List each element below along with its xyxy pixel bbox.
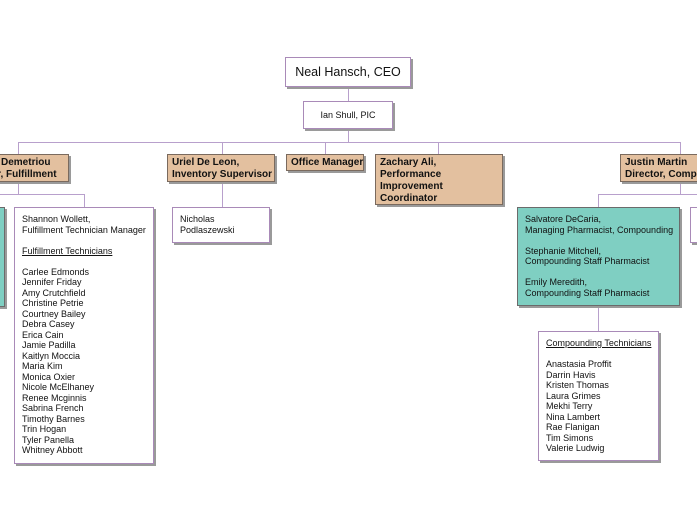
fulfillment-manager-name: Shannon Wollett, [22, 214, 91, 224]
list-item: Rae Flanigan [546, 422, 600, 432]
pic-box: Ian Shull, PIC [303, 101, 393, 129]
pharmacist-1-title: Managing Pharmacist, Compounding [525, 224, 674, 235]
list-item: Mekhi Terry [546, 401, 593, 411]
pharmacist-3-title: Compounding Staff Pharmacist [525, 287, 650, 298]
compounding-technicians-heading: Compounding Technicians [546, 338, 652, 348]
connector-line [680, 182, 681, 194]
director-compounding-box: Justin Martin Director, Compo [620, 154, 697, 182]
list-item: Kristen Thomas [546, 380, 609, 390]
list-item: Nicole McElhaney [22, 382, 95, 392]
connector-line [222, 142, 223, 154]
director-inventory-box: Uriel De Leon, Inventory Supervisor [167, 154, 275, 182]
list-item: Sabrina French [22, 403, 84, 413]
list-item: Jamie Padilla [22, 340, 76, 350]
pharmacist-2-title: Compounding Staff Pharmacist [525, 256, 650, 266]
director-compounding-line-1: Justin Martin [625, 157, 688, 168]
connector-line [222, 182, 223, 207]
list-item: Darrin Havis [546, 369, 596, 380]
connector-line [18, 142, 19, 154]
list-item: Maria Kim [22, 361, 63, 371]
connector-line [18, 142, 680, 143]
list-item: Carlee Edmonds [22, 266, 90, 277]
list-item: Valerie Ludwig [546, 443, 605, 453]
director-inventory-line-1: Uriel De Leon, [172, 157, 240, 168]
left-teal-box-partial [0, 207, 5, 307]
ceo-box: Neal Hansch, CEO [285, 57, 411, 87]
performance-line-1: Zachary Ali, [380, 157, 437, 168]
director-inventory-line-2: Inventory Supervisor [172, 169, 273, 180]
connector-line [84, 194, 85, 207]
office-manager-box: Office Manager [286, 154, 364, 171]
list-item: Tyler Panella [22, 434, 75, 445]
connector-line [598, 194, 599, 207]
list-item: Courtney Bailey [22, 308, 86, 319]
connector-line [18, 182, 19, 194]
connector-line [438, 142, 439, 154]
fulfillment-technicians-heading: Fulfillment Technicians [22, 245, 113, 256]
pharmacist-3-name: Emily Meredith, [525, 277, 588, 287]
pharmacist-1-name: Salvatore DeCaria, [525, 214, 602, 224]
performance-line-2: Performance [380, 169, 442, 180]
list-item: Anastasia Proffit [546, 359, 612, 369]
ceo-name: Neal Hansch, CEO [295, 65, 401, 79]
list-item: Nina Lambert [546, 411, 601, 422]
right-box-partial [690, 207, 697, 243]
pic-name: Ian Shull, PIC [320, 110, 376, 120]
list-item: Jennifer Friday [22, 277, 82, 287]
pharmacists-box: Salvatore DeCaria, Managing Pharmacist, … [517, 207, 680, 306]
performance-line-4: Coordinator [380, 193, 438, 204]
list-item: Monica Oxier [22, 371, 76, 382]
list-item: Christine Petrie [22, 298, 84, 308]
director-fulfillment-line-2: or, Fulfillment [0, 169, 57, 180]
director-fulfillment-box: Demetriou or, Fulfillment [0, 154, 69, 182]
connector-line [680, 142, 681, 154]
list-item: Trin Hogan [22, 424, 67, 434]
list-item: Amy Crutchfield [22, 287, 86, 298]
list-item: Whitney Abbott [22, 445, 83, 455]
connector-line [348, 129, 349, 142]
list-item: Debra Casey [22, 319, 75, 329]
list-item: Timothy Barnes [22, 413, 85, 424]
performance-coordinator-box: Zachary Ali, Performance Improvement Coo… [375, 154, 503, 205]
list-item: Renee Mcginnis [22, 392, 87, 403]
connector-line [598, 194, 697, 195]
list-item: Kaitlyn Moccia [22, 350, 81, 361]
performance-line-3: Improvement [380, 181, 443, 192]
compounding-team-box: Compounding Technicians Anastasia Proffi… [538, 331, 659, 461]
inventory-team-box: Nicholas Podlaszewski [172, 207, 270, 243]
pharmacist-2-name: Stephanie Mitchell, [525, 245, 602, 256]
director-fulfillment-line-1: Demetriou [1, 157, 51, 168]
fulfillment-manager-title: Fulfillment Technician Manager [22, 224, 146, 235]
connector-line [325, 142, 326, 154]
director-compounding-line-2: Director, Compo [625, 169, 697, 180]
connector-line [598, 306, 599, 331]
fulfillment-team-box: Shannon Wollett, Fulfillment Technician … [14, 207, 154, 464]
inventory-member-line-1: Nicholas [180, 214, 215, 224]
office-manager-label: Office Manager [291, 157, 364, 168]
connector-line [348, 87, 349, 101]
list-item: Tim Simons [546, 432, 594, 443]
inventory-member-line-2: Podlaszewski [180, 224, 235, 235]
connector-line [0, 194, 85, 195]
list-item: Erica Cain [22, 329, 64, 340]
list-item: Laura Grimes [546, 390, 601, 401]
